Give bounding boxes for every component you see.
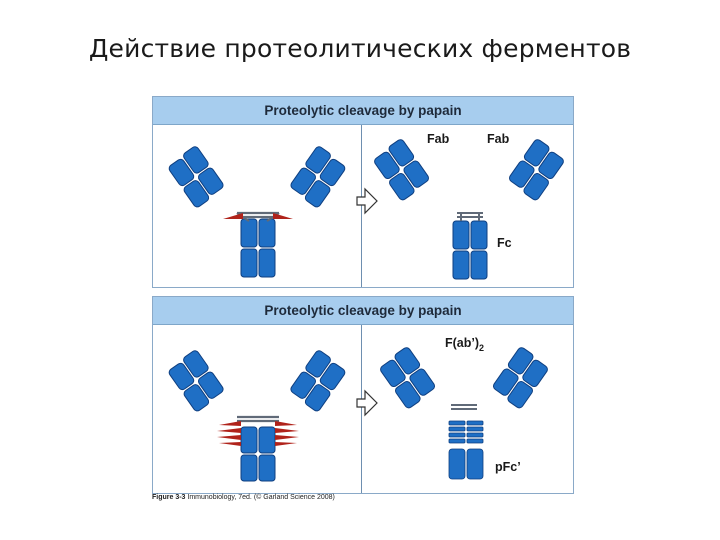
caption-text: Immunobiology, 7ed. (© Garland Science 2…	[187, 494, 334, 501]
arrow-icon	[357, 391, 377, 415]
fab2-fragment	[378, 346, 550, 409]
label-fab-left: Fab	[427, 132, 450, 146]
hinge-region	[237, 417, 279, 421]
panel-papain: Proteolytic cleavage by papain	[152, 96, 574, 288]
slide-title: Действие протеолитических ферментов	[0, 34, 720, 63]
label-fab-right: Fab	[487, 132, 510, 146]
caption-figure-number: Figure 3-3	[152, 494, 185, 501]
pepsin-illustration: F(ab’)2 pFc’	[153, 325, 573, 493]
fab-fragment-right	[507, 138, 566, 201]
label-fab2: F(ab’)2	[445, 336, 484, 353]
fc-fragment	[453, 221, 487, 279]
fc-hinge	[457, 213, 483, 221]
pepsin-enzyme-marks	[217, 421, 299, 446]
fab2-hinge	[451, 405, 477, 409]
arrow-icon	[357, 189, 377, 213]
figure-caption: Figure 3-3 Immunobiology, 7ed. (© Garlan…	[152, 494, 572, 501]
panel-pepsin: Proteolytic cleavage by papain	[152, 296, 574, 494]
label-fc: Fc	[497, 236, 512, 250]
papain-illustration: Fab Fab Fc	[153, 125, 573, 287]
fab-fragment-left	[372, 138, 431, 201]
panel-header: Proteolytic cleavage by papain	[153, 297, 573, 325]
intact-antibody	[166, 145, 347, 277]
intact-antibody	[166, 349, 347, 481]
label-pfc: pFc’	[495, 460, 521, 474]
pfc-fragment	[449, 421, 483, 479]
panel-header: Proteolytic cleavage by papain	[153, 97, 573, 125]
figure: Proteolytic cleavage by papain	[152, 96, 574, 508]
